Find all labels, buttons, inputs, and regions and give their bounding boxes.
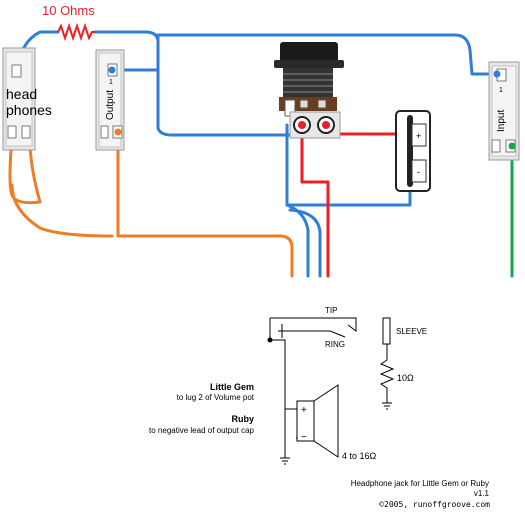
resistor-10-ohm: 10 Ohms [42,3,95,42]
ruby-title: Ruby [232,414,255,424]
red-wire-down [300,126,330,278]
speaker-plus-symbol: + [301,405,307,416]
schematic-resistor-label: 10Ω [397,373,414,383]
headphones-label-line1: head [6,86,37,102]
input-jack-label: Input [496,110,507,132]
schematic-speaker-box [296,400,315,442]
speaker: + - [395,110,431,192]
input-tip-dot [493,70,501,78]
top-bus-wire [156,33,499,76]
little-gem-desc: to lug 2 of Volume pot [177,393,255,402]
output-pin-label: 1 [109,79,113,86]
tip-label: TIP [325,306,337,315]
schematic-speaker-cone [313,384,339,458]
pot-ground-wire [156,40,302,137]
input-jack: 1 Input [488,61,520,161]
input-pin-label: 1 [499,87,503,94]
schematic [267,317,395,465]
headphone-jack: head phones [2,47,52,151]
output-jack-label: Output [105,90,116,120]
output-down-wire-2 [288,208,322,278]
orange-loop-wire [8,136,42,205]
output-down-wire-1 [285,203,310,278]
schematic-labels: TIP RING SLEEVE 10Ω Little Gem to lug 2 … [149,306,490,509]
speaker-minus-label: - [417,167,420,177]
resistor-label: 10 Ohms [42,3,95,18]
tip-contact [270,317,357,332]
sleeve-contact [382,317,391,345]
input-ring-dot [508,142,516,150]
caption-copyright: ©2005, runoffgroove.com [379,500,490,509]
orange-loop-outer [10,183,114,238]
ring-label: RING [325,340,345,349]
headphones-label-line2: phones [6,102,52,118]
output-jack: 1 Output [95,49,125,151]
output-tip-dot [108,66,116,74]
schematic-resistor [379,359,395,403]
ring-contact [282,330,346,338]
orange-output-wire [116,131,294,278]
wires [8,30,514,278]
resistor-zigzag [57,22,95,42]
caption-title: Headphone jack for Little Gem or Ruby [351,479,489,488]
caption-version: v1.1 [474,489,490,498]
output-ring-dot [114,128,122,136]
ruby-desc: to negative lead of output cap [149,426,255,435]
speaker-plus-label: + [416,131,421,141]
sleeve-label: SLEEVE [396,327,427,336]
potentiometer-switch [274,42,344,139]
speaker-minus-symbol: − [301,432,307,443]
speaker-range-label: 4 to 16Ω [342,451,377,461]
resistor-lead-right [93,30,160,44]
speaker-ground-wire [285,123,412,207]
little-gem-title: Little Gem [210,382,254,392]
